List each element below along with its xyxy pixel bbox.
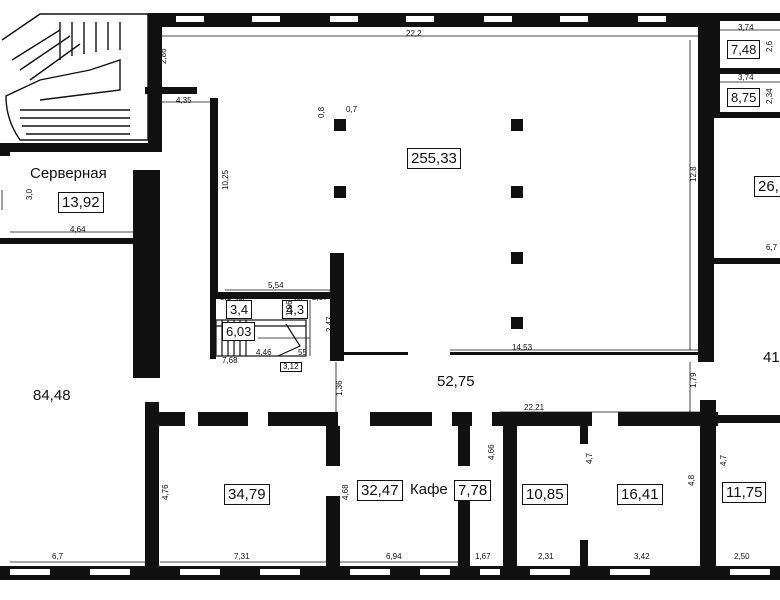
dim-466: 4,66 — [487, 444, 496, 460]
dim-312: 3,12 — [280, 362, 302, 372]
windows — [10, 16, 770, 575]
dim-128: 12,8 — [689, 166, 698, 182]
area-room-c: 10,85 — [522, 484, 568, 505]
wc-label-2: w/c — [294, 296, 305, 303]
area-left-hall: 84,48 — [30, 386, 74, 405]
dim-374b: 3,74 — [738, 73, 754, 82]
area-room-b: 7,78 — [454, 480, 492, 501]
dim-48: 4,8 — [687, 474, 696, 486]
area-right-top2: 8,75 — [727, 88, 761, 107]
dim-31: 3,1 — [220, 293, 232, 302]
area-small-stair: 6,03 — [222, 322, 256, 341]
dim-250: 2,50 — [734, 552, 750, 561]
dim-07: 0,7 — [346, 105, 358, 114]
area-right-top: 7,48 — [727, 40, 761, 59]
area-cafe: 32,47 — [357, 480, 403, 501]
dim-446: 4,46 — [256, 348, 272, 357]
dim-30: 3,0 — [25, 188, 34, 200]
dim-237: 2,37 — [312, 293, 328, 302]
dim-67: 6,7 — [52, 552, 64, 561]
area-right-low: 41 — [760, 348, 780, 367]
area-room-d: 16,41 — [617, 484, 663, 505]
dim-476: 4,76 — [161, 484, 170, 500]
dim-768: 7,68 — [222, 356, 238, 365]
staircase — [1, 13, 149, 141]
dim-342: 3,42 — [634, 552, 650, 561]
area-room-a: 34,79 — [224, 484, 270, 505]
dimension-lines — [1, 29, 780, 563]
area-main-hall: 255,33 — [407, 148, 461, 169]
wc-label-1: w/c — [236, 296, 247, 303]
dim-47a: 4,7 — [585, 452, 594, 464]
dim-1025: 10,25 — [221, 169, 230, 190]
area-right-mid: 26, — [754, 176, 780, 197]
dim-67r: 6,7 — [766, 243, 778, 252]
dim-2221: 22,21 — [524, 403, 545, 412]
area-server: 13,92 — [58, 192, 104, 213]
dim-731: 7,31 — [234, 552, 250, 561]
area-wc-2: 4,3 — [282, 300, 309, 319]
dim-55: 55 — [298, 348, 307, 357]
dim-179: 1,79 — [689, 372, 698, 388]
dim-554: 5,54 — [268, 281, 284, 290]
area-room-e: 11,75 — [722, 482, 767, 503]
dim-231: 2,31 — [538, 552, 554, 561]
area-wc-1: 3,4 — [226, 300, 253, 319]
area-corridor: 52,75 — [434, 372, 478, 391]
dim-468: 4,68 — [341, 484, 350, 500]
dim-286: 2,86 — [159, 48, 168, 64]
dim-374a: 3,74 — [738, 23, 754, 32]
dim-694: 6,94 — [386, 552, 402, 561]
dim-167: 1,67 — [475, 552, 491, 561]
dim-top: 22,2 — [406, 29, 422, 38]
dim-464: 4,64 — [70, 225, 86, 234]
dim-234: 2,34 — [765, 88, 774, 104]
dim-26: 2,6 — [765, 40, 774, 52]
room-name-cafe: Кафе — [410, 481, 448, 498]
walls — [0, 13, 780, 580]
dim-47b: 4,7 — [719, 454, 728, 466]
dim-435: 4,35 — [176, 96, 192, 105]
dim-136: 1,36 — [335, 380, 344, 396]
dim-247: 2,47 — [325, 316, 334, 332]
dim-106: 1,06 — [285, 300, 294, 316]
dim-08: 0,8 — [317, 106, 326, 118]
room-name-server: Серверная — [30, 165, 107, 182]
dim-1453: 14,53 — [512, 343, 533, 352]
